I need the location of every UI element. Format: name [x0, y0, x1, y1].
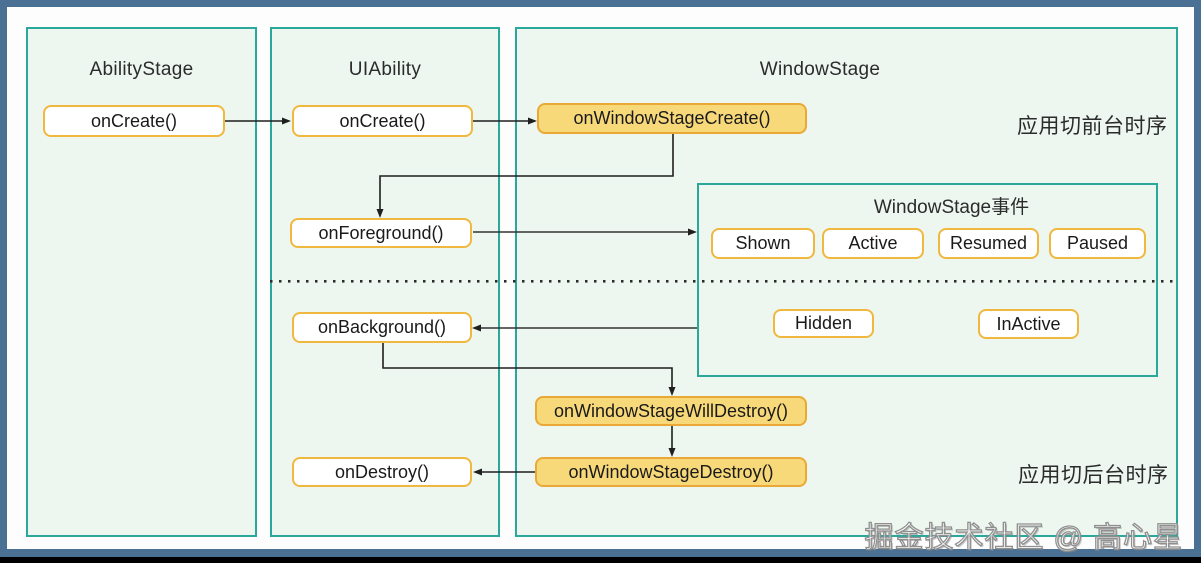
event-hidden: Hidden [773, 309, 874, 338]
foreground-background-divider [270, 280, 1175, 283]
node-onwindowstagewilldestroy: onWindowStageWillDestroy() [535, 396, 807, 426]
ability-stage-container [26, 27, 257, 537]
node-onwindowstagedestroy: onWindowStageDestroy() [535, 457, 807, 487]
node-onbackground: onBackground() [292, 312, 472, 343]
event-shown: Shown [711, 228, 815, 259]
diagram-canvas: AbilityStage UIAbility WindowStage onCre… [7, 7, 1194, 555]
event-resumed: Resumed [938, 228, 1039, 259]
annotation-background-sequence: 应用切后台时序 [1018, 464, 1169, 487]
event-inactive: InActive [978, 309, 1079, 339]
node-onwindowstagecreate: onWindowStageCreate() [537, 103, 807, 134]
ability-stage-title: AbilityStage [89, 59, 194, 80]
node-onforeground: onForeground() [290, 218, 472, 248]
event-active: Active [822, 228, 924, 259]
node-abilitystage-oncreate: onCreate() [43, 105, 225, 137]
window-stage-title: WindowStage [759, 59, 881, 80]
ui-ability-title: UIAbility [348, 59, 422, 80]
node-ondestroy: onDestroy() [292, 457, 472, 487]
watermark: 掘金技术社区 @ 高心星 [864, 521, 1183, 554]
windowstage-events-title: WindowStage事件 [873, 197, 1030, 218]
node-uiability-oncreate: onCreate() [292, 105, 473, 137]
annotation-foreground-sequence: 应用切前台时序 [1017, 115, 1168, 138]
event-paused: Paused [1049, 228, 1146, 259]
